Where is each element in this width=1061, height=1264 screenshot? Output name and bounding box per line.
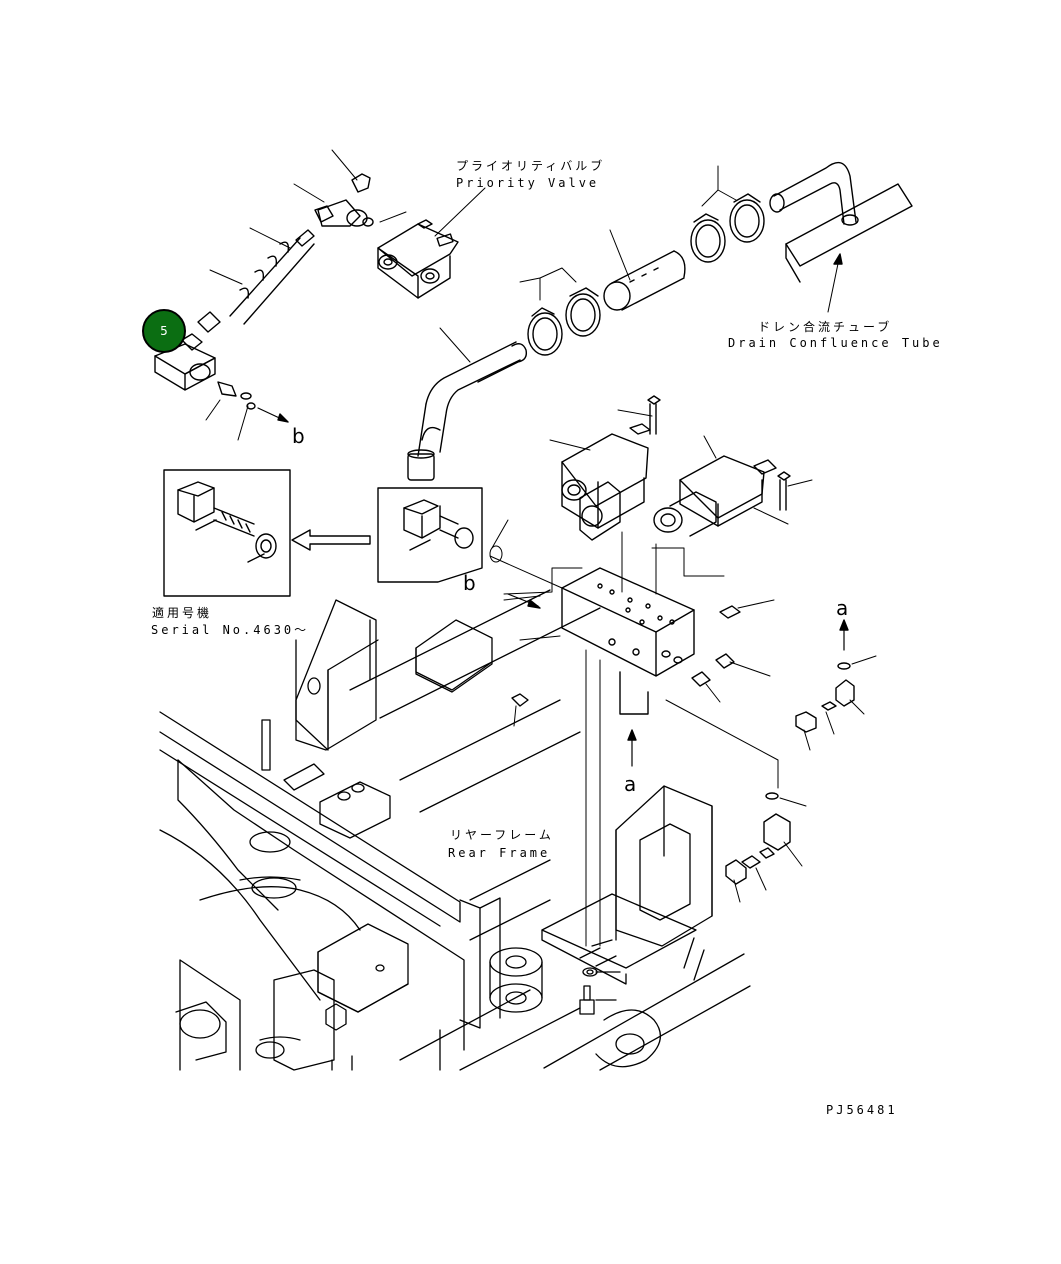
solenoid-valve-right — [653, 455, 777, 537]
drain-confluence-tube — [769, 161, 913, 283]
leader-lines-valves — [549, 409, 813, 595]
leader-priority-valve — [434, 187, 486, 237]
hose-assembly-top-left — [154, 173, 374, 410]
leader-lines-top-left — [205, 149, 407, 441]
arrowhead-b-upper — [277, 413, 289, 423]
valve-bolts — [647, 395, 791, 511]
leader-lines-right-upper — [803, 655, 877, 751]
priority-valve-label-en: Priority Valve — [456, 176, 600, 190]
inset-arrow — [291, 529, 371, 551]
leader-lines-manifold — [491, 519, 775, 727]
arrowhead-b-lower — [527, 599, 541, 609]
leader-lines-clamps — [519, 165, 737, 301]
pilot-lines — [489, 545, 779, 947]
arrowhead-drain-tube — [833, 253, 843, 265]
fittings-right-upper — [795, 662, 855, 733]
drain-tube-label-jp: ドレン合流チューブ — [758, 320, 893, 334]
hose-clamps — [527, 193, 765, 356]
arrowhead-a-lower — [627, 729, 637, 741]
rear-frame-label-jp: リヤーフレーム — [450, 828, 554, 842]
marker-a-right: a — [836, 596, 849, 620]
arrowhead-a-right — [839, 619, 849, 631]
solenoid-valve-left — [561, 423, 651, 541]
drain-hose — [407, 341, 528, 481]
marker-b-upper: b — [292, 424, 305, 448]
serial-label-en: Serial No.4630～ — [151, 623, 310, 637]
short-tube — [603, 250, 686, 311]
manifold-fittings — [511, 605, 741, 707]
rear-frame — [159, 589, 751, 1071]
drawing-code: PJ56481 — [826, 1103, 898, 1117]
fittings-right-lower — [725, 792, 791, 885]
serial-label-jp: 適用号機 — [152, 606, 213, 620]
drain-tube-label-en: Drain Confluence Tube — [728, 336, 943, 350]
part-callout-5[interactable]: 5 — [142, 309, 186, 353]
manifold-block — [561, 567, 695, 715]
leader-drain-hose — [439, 327, 471, 363]
detail-inset-box — [163, 469, 291, 597]
detail-source-box — [377, 487, 483, 583]
leader-lines-right-lower — [733, 797, 807, 903]
marker-b-lower: b — [463, 571, 476, 595]
marker-a-lower: a — [624, 772, 637, 796]
priority-valve-label-jp: プライオリティバルブ — [456, 159, 606, 173]
priority-valve — [377, 219, 459, 299]
rear-frame-label-en: Rear Frame — [448, 846, 551, 860]
